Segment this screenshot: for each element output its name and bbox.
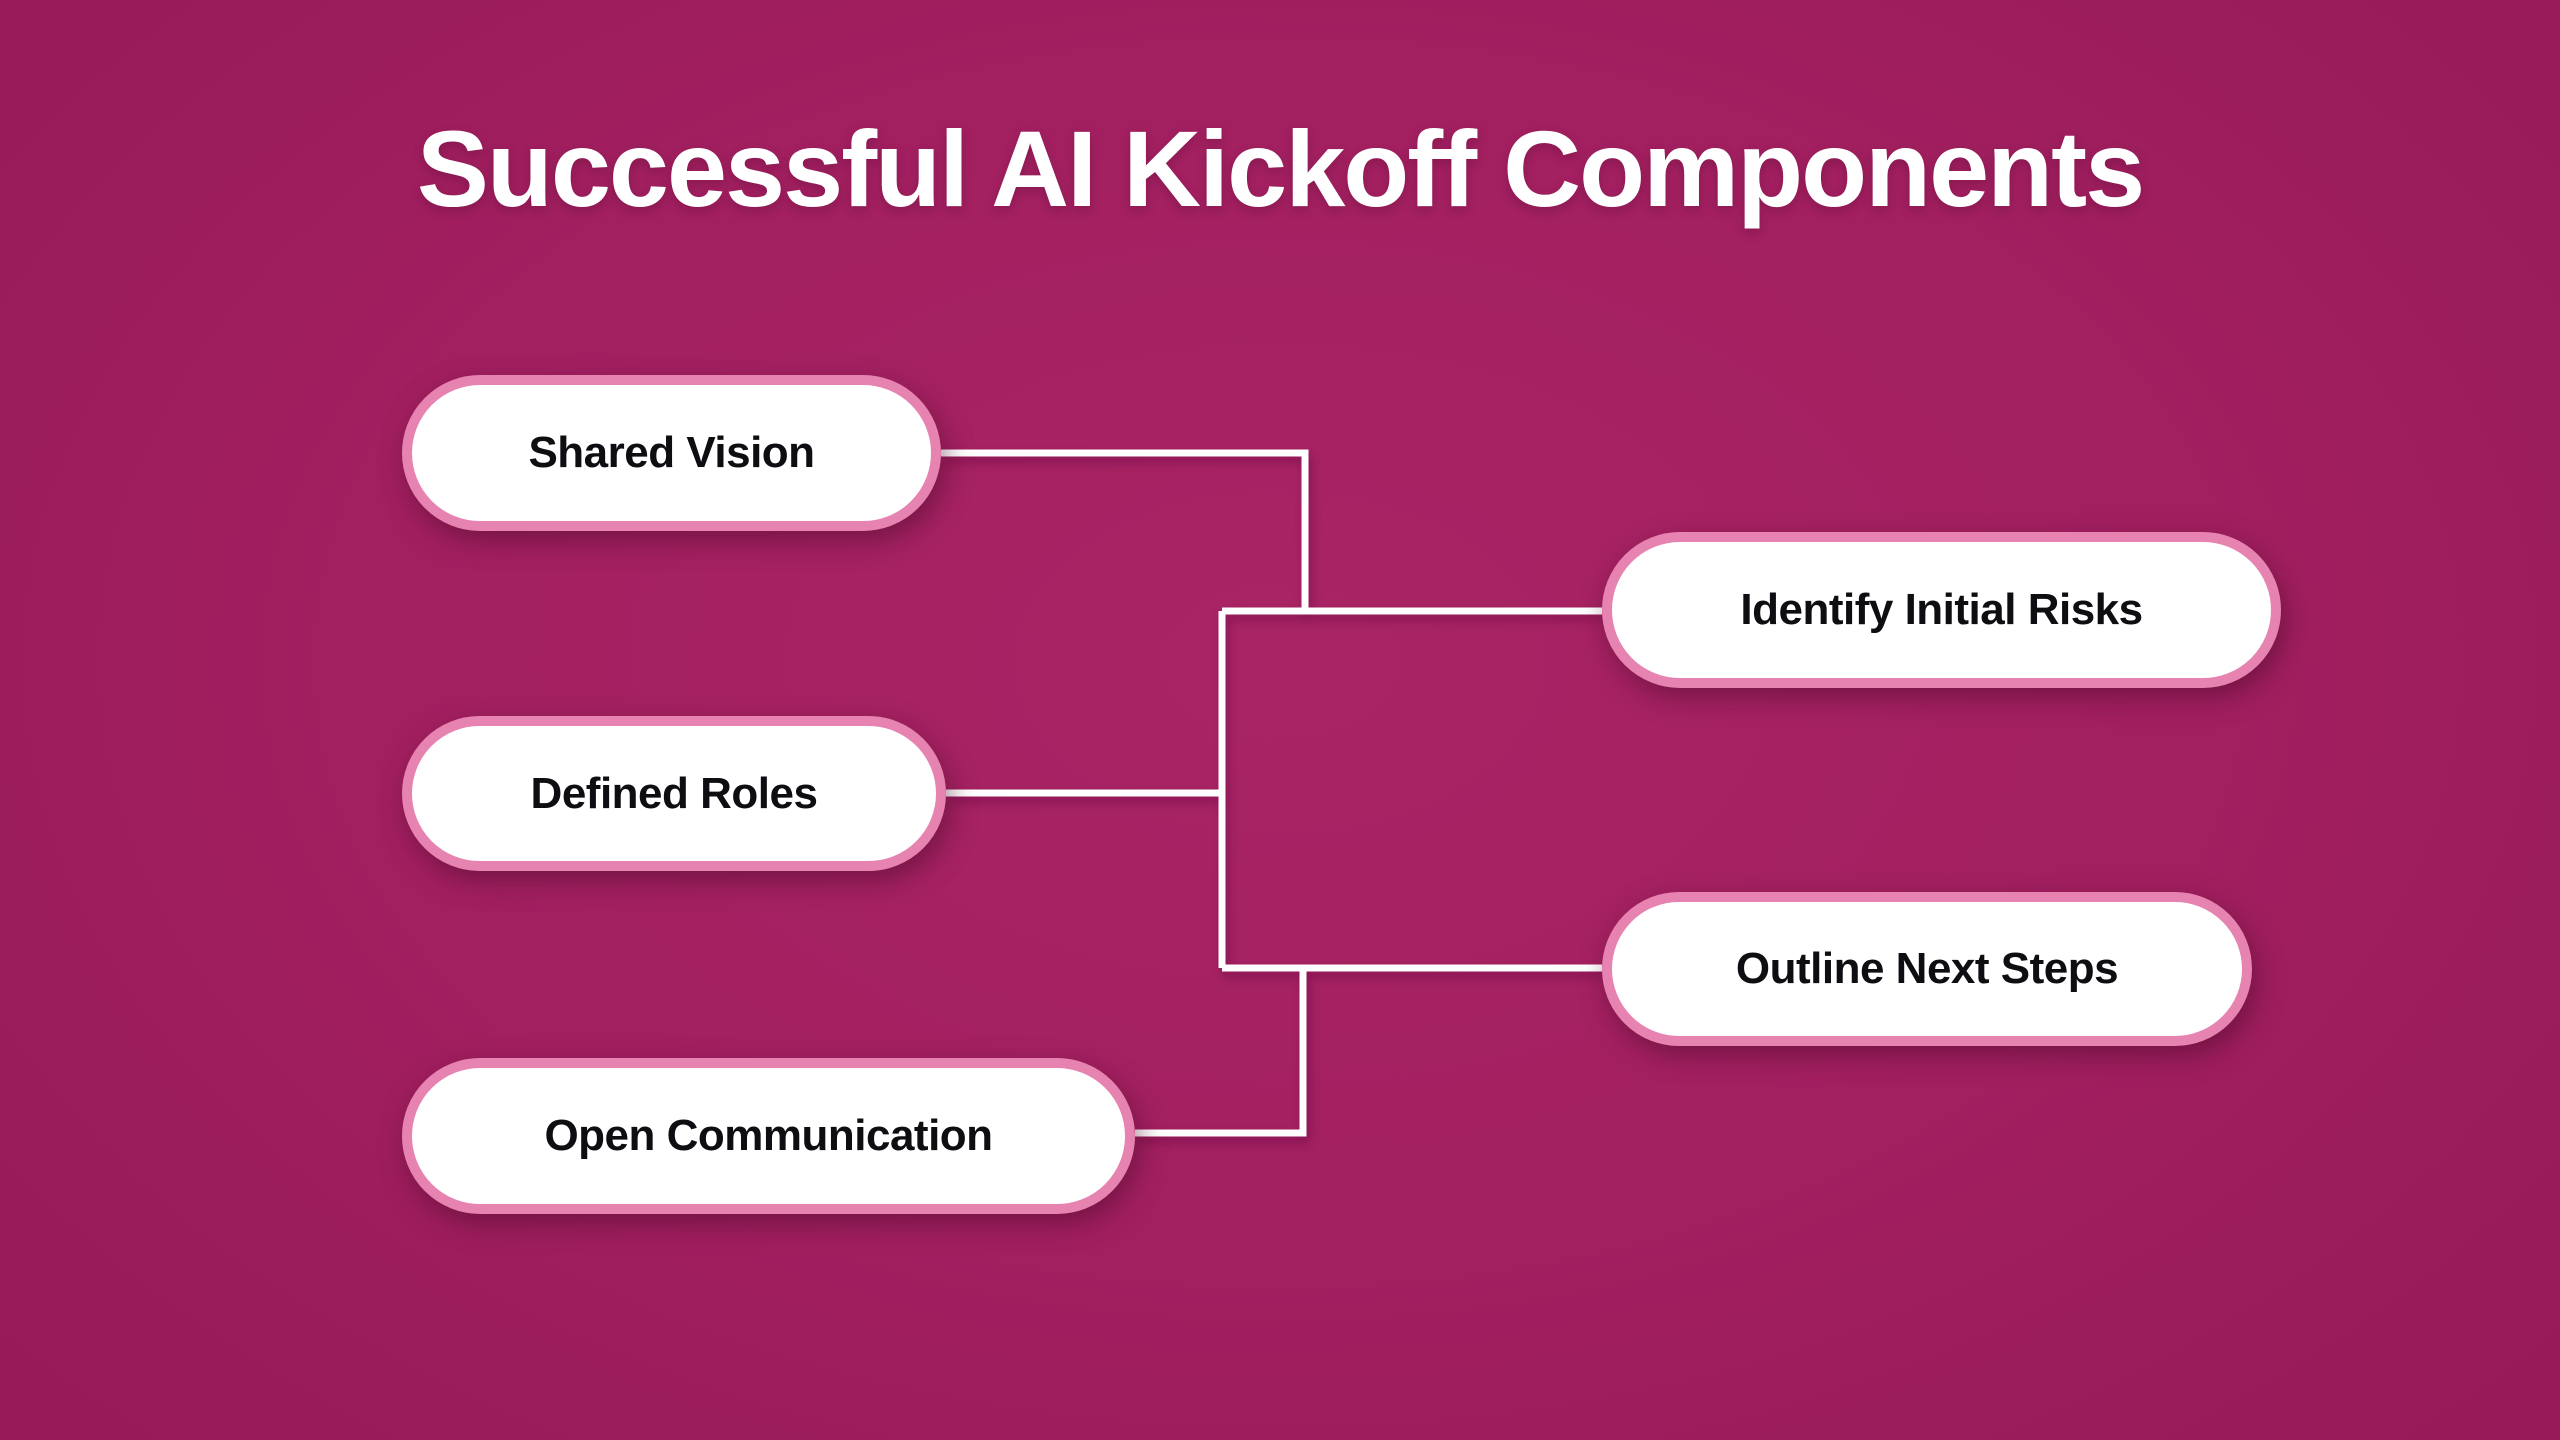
node-open-communication: Open Communication	[402, 1058, 1135, 1214]
node-shared-vision: Shared Vision	[402, 375, 941, 531]
node-label-open-communication: Open Communication	[544, 1111, 993, 1160]
node-outline-next-steps: Outline Next Steps	[1602, 892, 2252, 1046]
node-defined-roles: Defined Roles	[402, 716, 946, 871]
node-identify-initial-risks: Identify Initial Risks	[1602, 532, 2281, 688]
connector-open-communication	[1135, 968, 1307, 1137]
node-label-outline-next-steps: Outline Next Steps	[1735, 944, 2119, 993]
node-label-identify-initial-risks: Identify Initial Risks	[1740, 585, 2143, 634]
connector-shared-vision	[941, 449, 1309, 611]
node-label-defined-roles: Defined Roles	[530, 768, 818, 818]
node-label-shared-vision: Shared Vision	[528, 428, 815, 477]
page-title: Successful AI Kickoff Components	[416, 108, 2145, 229]
